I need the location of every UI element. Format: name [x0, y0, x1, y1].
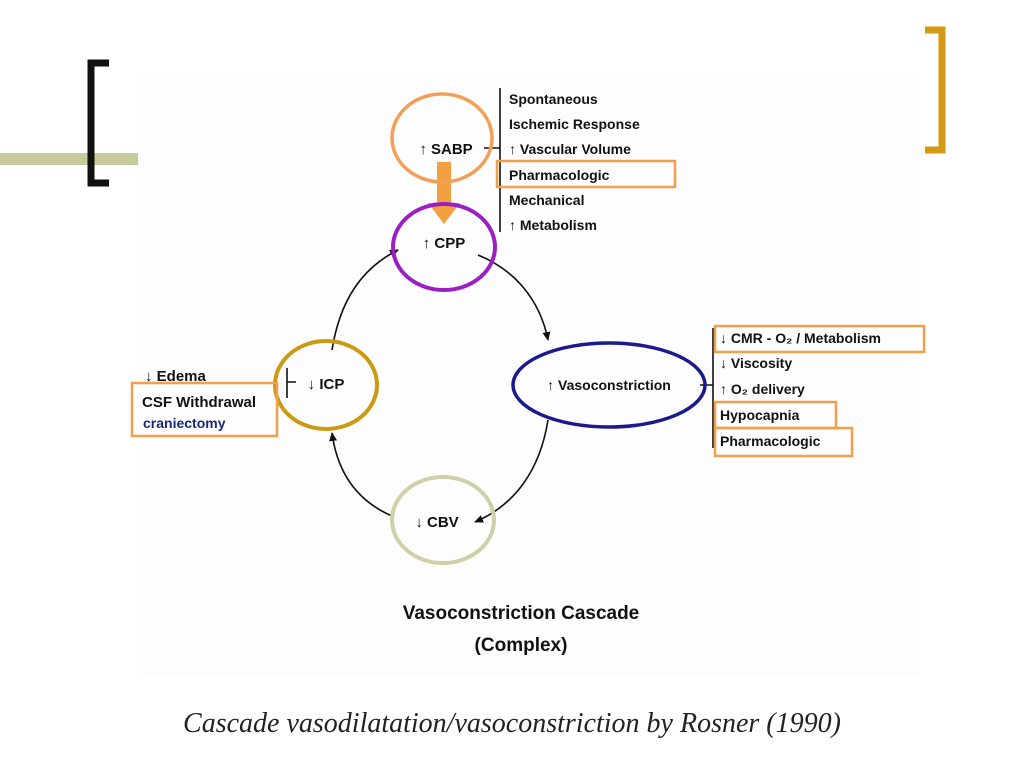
figure-panel: [138, 75, 920, 675]
left-bracket: [87, 59, 109, 187]
cbv-node-ring: [390, 475, 496, 565]
vasoconstriction-node-ring: [511, 341, 707, 429]
sabp-factor-item: ↑ Metabolism: [509, 217, 597, 233]
sabp-factor-item: Spontaneous: [509, 91, 598, 107]
cpp-node-label: ↑ CPP: [423, 235, 466, 252]
vaso-factor-item: ↑ O₂ delivery: [720, 381, 805, 397]
sabp-node-ring: [390, 92, 494, 184]
vaso-factor-item: ↓ CMR - O₂ / Metabolism: [720, 330, 881, 346]
cpp-node-ring: [391, 202, 497, 292]
sabp-factor-item: ↑ Vascular Volume: [509, 141, 631, 157]
icp-node-label: ↓ ICP: [308, 376, 345, 393]
highlight-box-pharmacologic-sabp: [495, 159, 677, 189]
cycle-arrow-icp-to-cpp: [331, 249, 399, 351]
icp-factor-item: ↓ Edema: [145, 368, 207, 385]
craniectomy-note: craniectomy: [143, 415, 226, 431]
sabp-factor-list: Spontaneous Ischemic Response ↑ Vascular…: [509, 91, 640, 233]
olive-accent-bar: [0, 153, 138, 165]
vaso-factor-item: ↓ Viscosity: [720, 355, 792, 371]
highlight-box-pharmacologic-vaso: [713, 426, 854, 458]
figure-title-line1: Vasoconstriction Cascade: [403, 603, 640, 624]
slide-caption: Cascade vasodilatation/vasoconstriction …: [183, 708, 841, 739]
figure-title-line2: (Complex): [475, 635, 568, 656]
vaso-factor-item: Hypocapnia: [720, 407, 800, 423]
icp-factor-item: CSF Withdrawal: [142, 394, 256, 411]
cbv-node-label: ↓ CBV: [415, 514, 458, 531]
cycle-arrow-cbv-to-icp: [329, 432, 393, 517]
cycle-arrow-cpp-to-vaso: [477, 254, 551, 341]
icp-factor-bracket: [286, 368, 296, 398]
right-bracket: [925, 26, 946, 154]
sabp-factor-item: Ischemic Response: [509, 116, 640, 132]
vaso-factor-list: ↓ CMR - O₂ / Metabolism ↓ Viscosity ↑ O₂…: [720, 330, 881, 449]
sabp-factor-item: Mechanical: [509, 192, 584, 208]
highlight-box-csf-craniectomy: [130, 381, 279, 438]
sabp-node-label: ↑ SABP: [419, 141, 472, 158]
icp-node-ring: [273, 339, 379, 431]
sabp-factor-item: Pharmacologic: [509, 167, 610, 183]
cycle-arrow-vaso-to-cbv: [474, 419, 549, 523]
highlight-box-cmr-o2: [713, 324, 926, 354]
vasoconstriction-node-label: ↑ Vasoconstriction: [547, 377, 671, 393]
vaso-factor-item: Pharmacologic: [720, 433, 821, 449]
icp-factor-list: ↓ Edema CSF Withdrawal: [142, 368, 256, 411]
